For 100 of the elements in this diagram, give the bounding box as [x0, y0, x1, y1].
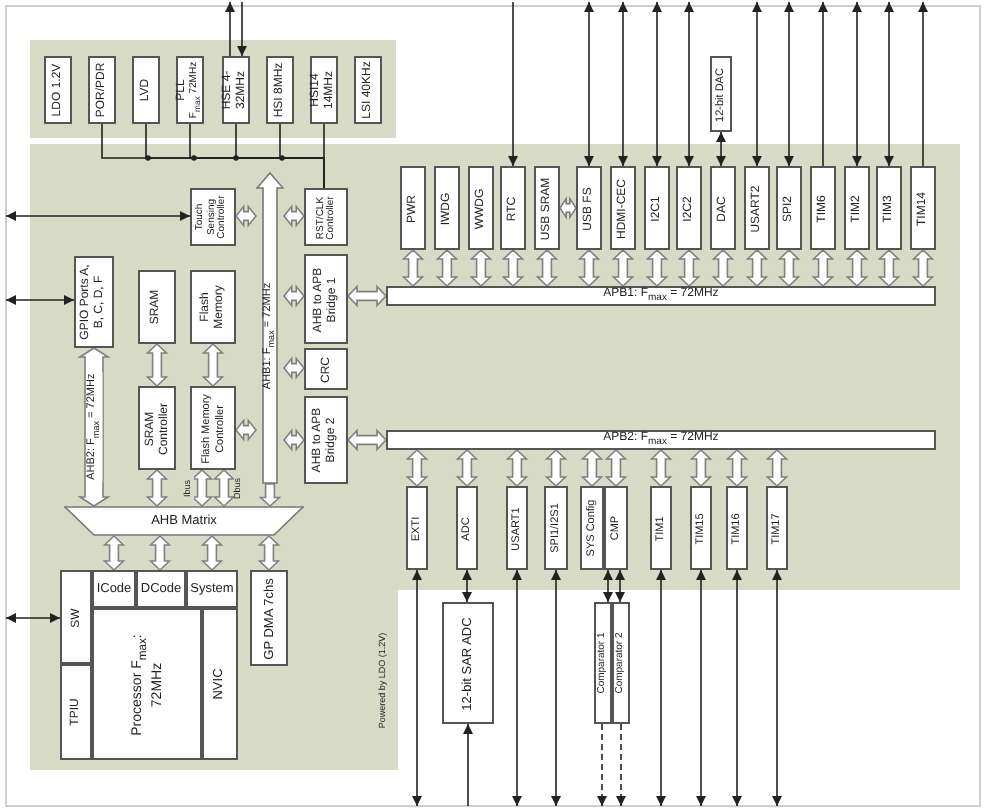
hollow-arrow	[145, 342, 169, 388]
hollow-arrow	[257, 534, 281, 572]
hollow-arrow	[580, 448, 604, 488]
connector-arrow	[818, 1, 828, 167]
hollow-arrow	[258, 483, 282, 508]
block-box	[468, 166, 494, 250]
connector-arrow	[684, 1, 694, 167]
hollow-arrow	[234, 204, 258, 228]
hollow-arrow	[401, 248, 425, 288]
hollow-arrow	[282, 428, 306, 452]
block-box	[222, 56, 250, 124]
hollow-arrow	[725, 448, 749, 488]
connector-arrow	[656, 569, 666, 807]
hollow-arrow	[745, 248, 769, 288]
block-box	[304, 348, 348, 390]
hollow-arrow	[501, 248, 525, 288]
hollow-arrow	[535, 248, 559, 288]
connector-arrow	[584, 1, 594, 167]
block-box	[726, 486, 748, 570]
connector-arrow	[852, 1, 862, 167]
hollow-arrow	[765, 448, 789, 488]
hollow-arrow	[811, 248, 835, 288]
block-box	[766, 486, 788, 570]
block-box	[250, 570, 288, 666]
block-box	[304, 254, 348, 344]
block-box	[138, 270, 176, 344]
block-box	[400, 166, 426, 250]
hollow-arrow	[102, 534, 126, 572]
hollow-arrow	[282, 356, 306, 380]
connector-arrow	[597, 723, 607, 807]
block-box	[136, 570, 186, 608]
hollow-arrow	[200, 534, 224, 572]
block-box	[594, 602, 612, 724]
connector-arrow	[412, 569, 422, 807]
block-box	[910, 166, 936, 250]
block-box	[310, 56, 338, 124]
bus-arrow	[256, 172, 284, 484]
hollow-arrow	[346, 428, 388, 452]
connector-arrow	[5, 295, 75, 305]
connector-arrow	[772, 569, 782, 807]
hollow-arrow	[911, 248, 935, 288]
hollow-arrow	[845, 248, 869, 288]
block-box	[44, 56, 72, 124]
hollow-arrow	[201, 342, 225, 388]
block-box	[650, 486, 672, 570]
block-box	[190, 386, 236, 470]
block-box	[456, 486, 478, 570]
connector-arrow	[918, 1, 928, 167]
connector-arrow	[5, 613, 61, 623]
hollow-arrow	[877, 248, 901, 288]
block-box	[60, 570, 238, 760]
block-box	[304, 188, 348, 246]
connector-arrow	[463, 723, 473, 807]
hollow-arrow	[649, 448, 673, 488]
connector-arrow	[618, 1, 628, 167]
connector-arrow	[752, 1, 762, 167]
hollow-arrow	[645, 248, 669, 288]
block-box	[844, 166, 870, 250]
connector-arrow	[5, 211, 191, 221]
bus-bar	[386, 286, 936, 306]
block-box	[612, 602, 630, 724]
connector-arrow	[462, 569, 472, 603]
block-box	[876, 166, 902, 250]
connector-arrow	[237, 1, 247, 57]
block-box	[500, 166, 526, 250]
connector-arrow	[551, 569, 561, 807]
block-box	[434, 166, 460, 250]
block-box	[132, 56, 160, 124]
block-box	[676, 166, 702, 250]
connector-arrow	[225, 1, 235, 57]
hollow-arrow	[145, 468, 169, 508]
bus-bar	[386, 430, 936, 450]
block-box	[60, 570, 92, 664]
hollow-arrow	[777, 248, 801, 288]
hollow-arrow	[212, 468, 236, 508]
block-box	[776, 166, 802, 250]
hollow-arrow	[677, 248, 701, 288]
hollow-arrow	[505, 448, 529, 488]
block-box	[610, 166, 636, 250]
connector-arrow	[716, 131, 726, 167]
connector-arrow	[732, 569, 742, 807]
block-box	[304, 396, 348, 484]
block-box	[544, 486, 568, 570]
connector-arrow	[652, 1, 662, 167]
hollow-arrow	[544, 448, 568, 488]
block-box	[576, 166, 602, 250]
hollow-arrow	[346, 284, 388, 308]
block-box	[710, 166, 736, 250]
block-box	[644, 166, 670, 250]
block-box	[580, 486, 604, 570]
block-box	[176, 56, 204, 124]
block-box	[810, 166, 836, 250]
hollow-arrow	[611, 248, 635, 288]
block-box	[88, 56, 116, 124]
hollow-arrow	[435, 248, 459, 288]
block-box	[604, 486, 628, 570]
block-box	[92, 608, 202, 760]
connector-arrow	[884, 1, 894, 167]
block-box	[266, 56, 294, 124]
hollow-arrow	[604, 448, 628, 488]
